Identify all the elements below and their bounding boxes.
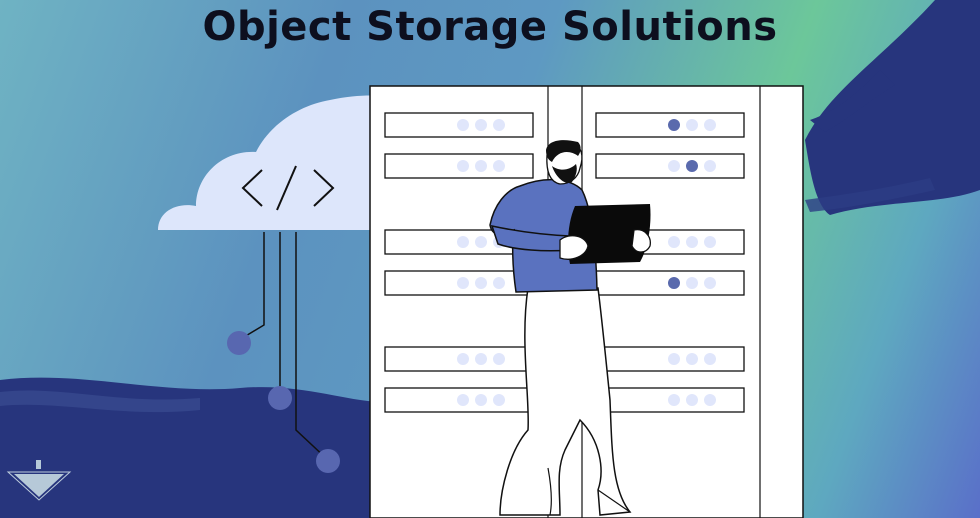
server-status-dot: [686, 236, 698, 248]
server-status-dot: [704, 353, 716, 365]
cloud-code-icon: [158, 95, 385, 231]
server-status-dot: [457, 394, 469, 406]
server-status-dot: [475, 277, 487, 289]
server-status-dot: [668, 394, 680, 406]
server-status-dot: [475, 119, 487, 131]
server-status-dot: [668, 236, 680, 248]
server-status-dot: [475, 394, 487, 406]
server-status-dot: [493, 160, 505, 172]
server-status-dot: [668, 277, 680, 289]
server-status-dot: [704, 160, 716, 172]
network-node: [268, 386, 292, 410]
server-status-dot: [457, 236, 469, 248]
server-status-dot: [493, 394, 505, 406]
server-status-dot: [686, 353, 698, 365]
server-status-dot: [457, 277, 469, 289]
server-status-dot: [704, 394, 716, 406]
server-status-dot: [686, 277, 698, 289]
server-status-dot: [475, 353, 487, 365]
server-status-dot: [704, 236, 716, 248]
server-status-dot: [457, 160, 469, 172]
server-status-dot: [475, 236, 487, 248]
server-status-dot: [668, 119, 680, 131]
network-node: [227, 331, 251, 355]
server-status-dot: [493, 119, 505, 131]
server-status-dot: [668, 353, 680, 365]
server-status-dot: [686, 160, 698, 172]
network-node: [316, 449, 340, 473]
server-status-dot: [493, 353, 505, 365]
server-status-dot: [493, 277, 505, 289]
server-status-dot: [457, 119, 469, 131]
page-title: Object Storage Solutions: [202, 4, 778, 50]
server-status-dot: [475, 160, 487, 172]
server-status-dot: [686, 119, 698, 131]
server-status-dot: [704, 277, 716, 289]
person-with-tablet: [489, 140, 651, 516]
server-status-dot: [668, 160, 680, 172]
diamond-grid-logo: [6, 460, 72, 501]
server-status-dot: [686, 394, 698, 406]
server-slots: [384, 112, 745, 413]
server-status-dot: [704, 119, 716, 131]
server-status-dot: [457, 353, 469, 365]
